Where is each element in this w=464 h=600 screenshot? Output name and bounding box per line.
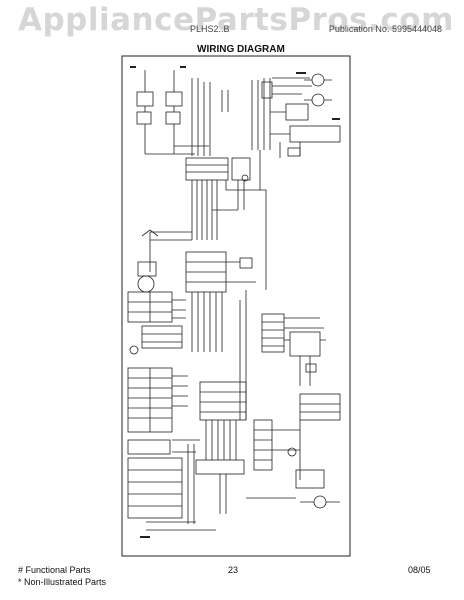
page-number: 23 [228, 565, 239, 575]
model-number: PLHS2..B [190, 24, 230, 34]
legend-functional: # Functional Parts [18, 565, 91, 575]
legend-non-illustrated: * Non-Illustrated Parts [18, 577, 107, 587]
document-date: 08/05 [408, 565, 431, 575]
watermark: AppliancePartsPros.com [18, 2, 454, 38]
page-title: WIRING DIAGRAM [197, 44, 285, 55]
publication-number: Publication No. 5995444048 [328, 24, 442, 34]
